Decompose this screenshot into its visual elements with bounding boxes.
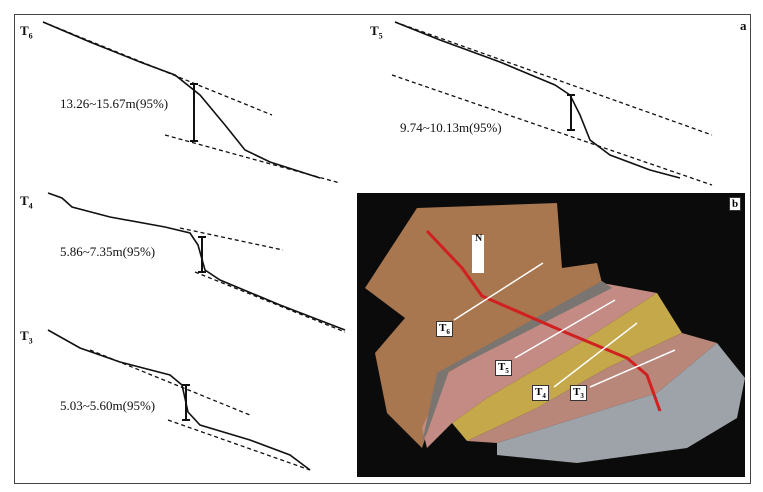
- map-label-t6: T6: [436, 321, 453, 338]
- label-t3: T3: [20, 328, 33, 346]
- dashed-line: [167, 419, 311, 471]
- offset-t3: 5.03~5.60m(95%): [60, 398, 156, 413]
- offset-t4: 5.86~7.35m(95%): [60, 244, 156, 259]
- profile-line-t6: [453, 262, 544, 321]
- panel-a-letter: a: [740, 18, 747, 33]
- dashed-line: [164, 134, 341, 184]
- dashed-line: [179, 227, 284, 251]
- dashed-line: [194, 271, 346, 333]
- dashed-line: [42, 21, 273, 116]
- label-t6: T6: [20, 23, 33, 41]
- terrain-t5: [422, 283, 657, 448]
- terrain-t6: [365, 203, 602, 448]
- offset-bar: [567, 94, 575, 131]
- offset-bar: [198, 236, 206, 273]
- map-label-t4: T4: [532, 385, 549, 402]
- profile-t4: [47, 192, 346, 331]
- profile-t5: [394, 21, 681, 179]
- north-label: N: [475, 233, 483, 244]
- profile-line-t4: [553, 322, 638, 388]
- label-t4: T4: [20, 193, 33, 211]
- offset-t5: 9.74~10.13m(95%): [400, 120, 502, 135]
- offset-bar: [182, 384, 190, 421]
- offset-t6: 13.26~15.67m(95%): [60, 96, 169, 111]
- figure-frame: [14, 14, 751, 484]
- dashed-line: [89, 349, 251, 416]
- map-label-t3: T3: [570, 385, 587, 402]
- north-arrow-box: [472, 235, 484, 273]
- terrain-image-panel: N b T6 T5 T4 T3: [357, 193, 745, 477]
- profile-t6: [42, 21, 321, 179]
- map-label-t5: T5: [495, 360, 512, 377]
- terrain-map: [365, 203, 745, 463]
- offset-bar: [190, 83, 198, 142]
- dashed-line: [394, 21, 713, 136]
- profile-line-t5: [514, 299, 616, 359]
- terrain-t4: [452, 293, 682, 441]
- dashed-line: [391, 74, 713, 186]
- profile-line-t3: [589, 349, 676, 388]
- fault-line: [425, 229, 662, 412]
- terrain-t3: [467, 333, 717, 443]
- terrain-riverbed: [497, 343, 745, 463]
- terrain-gray: [422, 281, 612, 443]
- label-t5: T5: [370, 23, 383, 41]
- panel-b-letter: b: [729, 197, 742, 211]
